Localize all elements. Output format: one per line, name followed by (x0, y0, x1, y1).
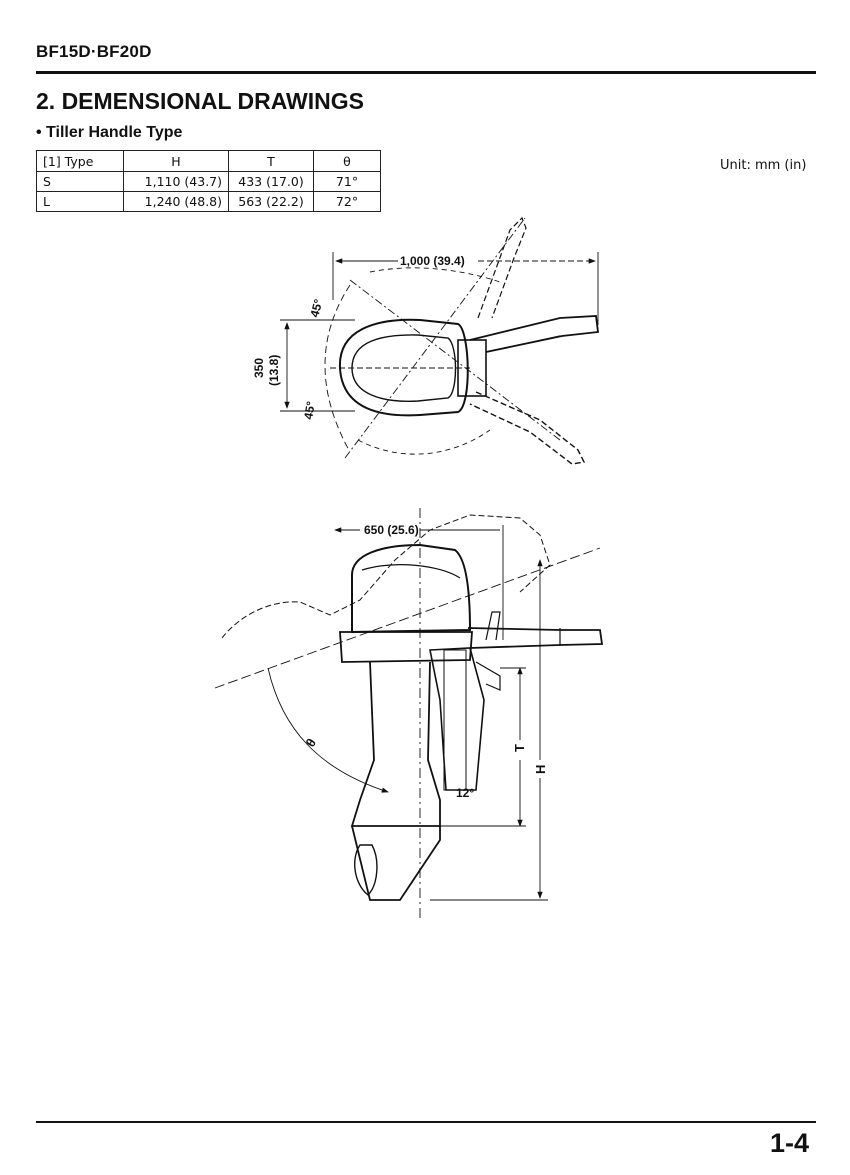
top-width-label: 1,000 (39.4) (400, 254, 465, 268)
unit-note: Unit: mm (in) (720, 158, 807, 173)
cell-h: 1,240 (48.8) (123, 191, 229, 212)
top-angle-lower-label: 45° (301, 400, 318, 420)
cell-theta: 72° (313, 191, 381, 212)
spec-table: [1] Type H T θ S 1,110 (43.7) 433 (17.0)… (36, 150, 381, 212)
table-row: S 1,110 (43.7) 433 (17.0) 71° (36, 171, 381, 192)
top-depth-in-label: (13.8) (267, 355, 281, 386)
page-number: 1-4 (770, 1128, 810, 1158)
table-row: L 1,240 (48.8) 563 (22.2) 72° (36, 191, 381, 212)
cell-h: 1,110 (43.7) (123, 171, 229, 192)
top-angle-upper-label: 45° (307, 297, 325, 318)
section-title: 2. DEMENSIONAL DRAWINGS (36, 88, 364, 114)
side-t-label: T (512, 744, 527, 752)
top-depth-mm-label: 350 (252, 358, 266, 378)
model-header: BF15D·BF20D (36, 42, 152, 61)
side-theta-label: θ (303, 736, 320, 750)
footer-rule (36, 1121, 816, 1123)
side-view (214, 508, 604, 920)
section-subtitle: • Tiller Handle Type (36, 124, 183, 141)
cell-t: 433 (17.0) (228, 171, 314, 192)
header-rule (36, 71, 816, 74)
side-h-label: H (533, 765, 548, 774)
header-type: [1] Type (36, 150, 124, 172)
top-view (280, 216, 600, 465)
side-reach-label: 650 (25.6) (364, 523, 419, 537)
side-tilt-angle-label: 12° (456, 786, 474, 800)
cell-t: 563 (22.2) (228, 191, 314, 212)
